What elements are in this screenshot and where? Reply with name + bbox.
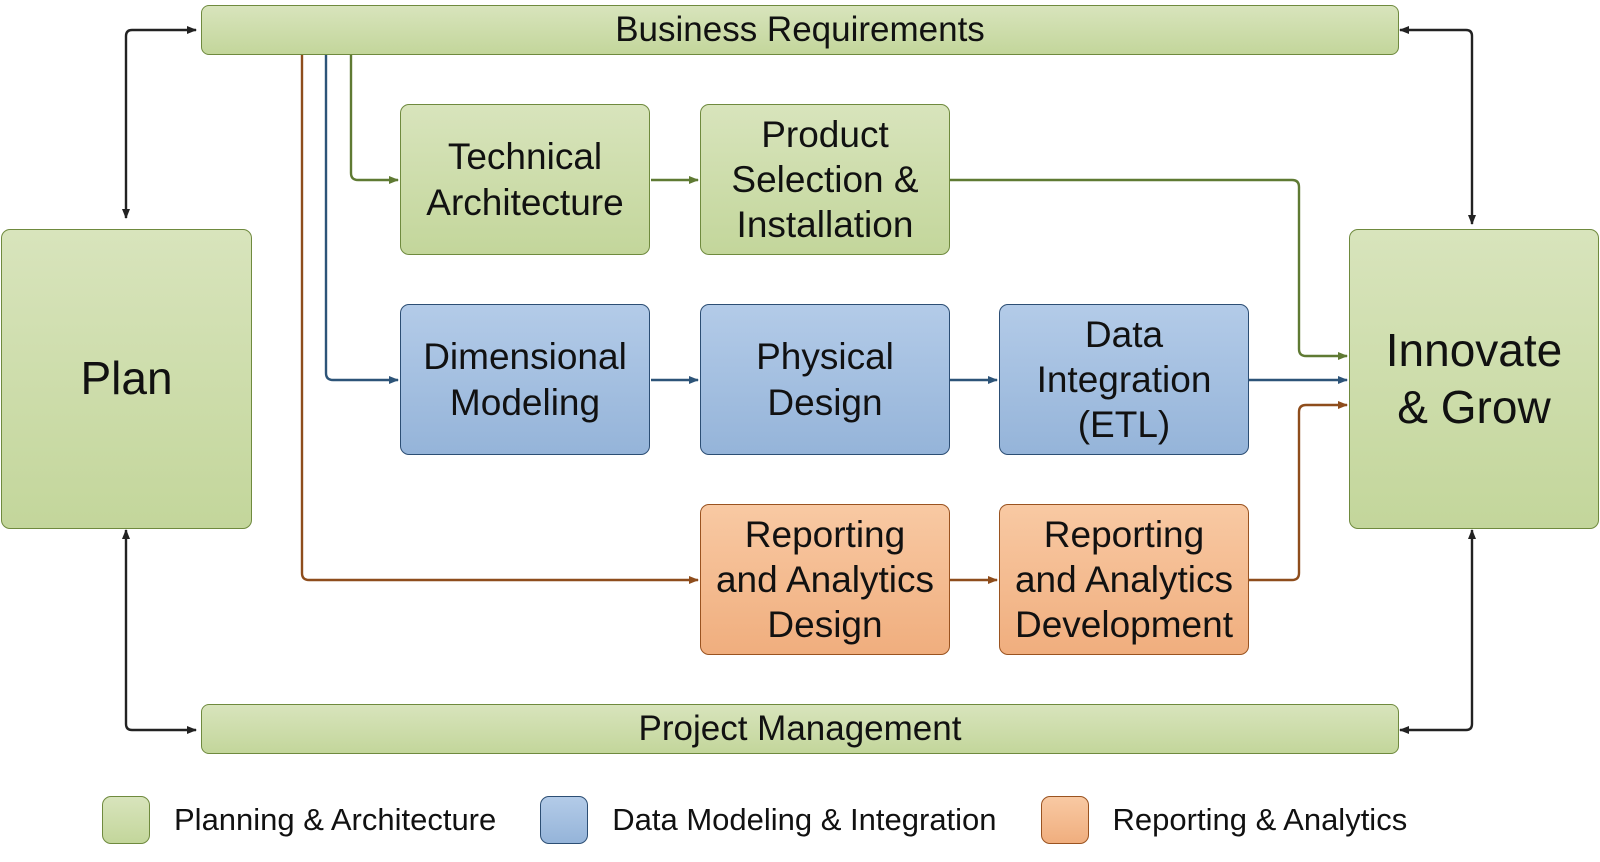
physical-design-label: Physical Design (756, 336, 894, 423)
plan-box: Plan (1, 229, 252, 529)
plan-label: Plan (80, 352, 173, 405)
project-management-box: Project Management (201, 704, 1399, 754)
arrow-business-dimensional (324, 55, 399, 384)
business-requirements-label: Business Requirements (615, 9, 985, 49)
arrow-project-innovate (1399, 529, 1476, 734)
legend-swatch-planning (102, 796, 150, 844)
legend-item-planning: Planning & Architecture (102, 796, 496, 844)
legend-label-reporting: Reporting & Analytics (1112, 802, 1408, 837)
legend-label-data: Data Modeling & Integration (612, 802, 997, 837)
technical-architecture-box: Technical Architecture (400, 104, 650, 255)
physical-design-box: Physical Design (700, 304, 950, 455)
data-integration-box: Data Integration (ETL) (999, 304, 1249, 455)
product-selection-box: Product Selection & Installation (700, 104, 950, 255)
reporting-development-box: Reporting and Analytics Development (999, 504, 1249, 655)
legend-swatch-reporting (1040, 796, 1089, 844)
dimensional-modeling-box: Dimensional Modeling (400, 304, 650, 455)
reporting-design-box: Reporting and Analytics Design (700, 504, 950, 655)
legend: Planning & Architecture Data Modeling & … (102, 795, 1451, 845)
arrow-business-reporting-design (300, 55, 699, 584)
arrow-product-innovate (950, 178, 1348, 360)
reporting-development-label: Reporting and Analytics Development (1014, 513, 1234, 646)
dimensional-modeling-label: Dimensional Modeling (423, 336, 627, 423)
legend-swatch-data (540, 796, 589, 844)
business-requirements-box: Business Requirements (201, 5, 1399, 55)
legend-item-data: Data Modeling & Integration (540, 796, 997, 844)
legend-label-planning: Planning & Architecture (174, 802, 497, 837)
reporting-design-label: Reporting and Analytics Design (715, 513, 935, 646)
arrow-business-technical (349, 55, 399, 184)
arrow-plan-business (122, 26, 197, 219)
product-selection-label: Product Selection & Installation (731, 113, 919, 246)
legend-item-reporting: Reporting & Analytics (1040, 796, 1408, 844)
arrow-reporting-development-innovate (1249, 401, 1348, 582)
project-management-label: Project Management (638, 708, 962, 748)
data-integration-label: Data Integration (ETL) (1036, 313, 1212, 446)
innovate-grow-box: Innovate & Grow (1349, 229, 1599, 529)
arrow-plan-project (122, 529, 197, 734)
arrow-business-innovate (1399, 26, 1476, 225)
innovate-grow-label: Innovate & Grow (1385, 323, 1563, 433)
technical-architecture-label: Technical Architecture (426, 136, 624, 223)
